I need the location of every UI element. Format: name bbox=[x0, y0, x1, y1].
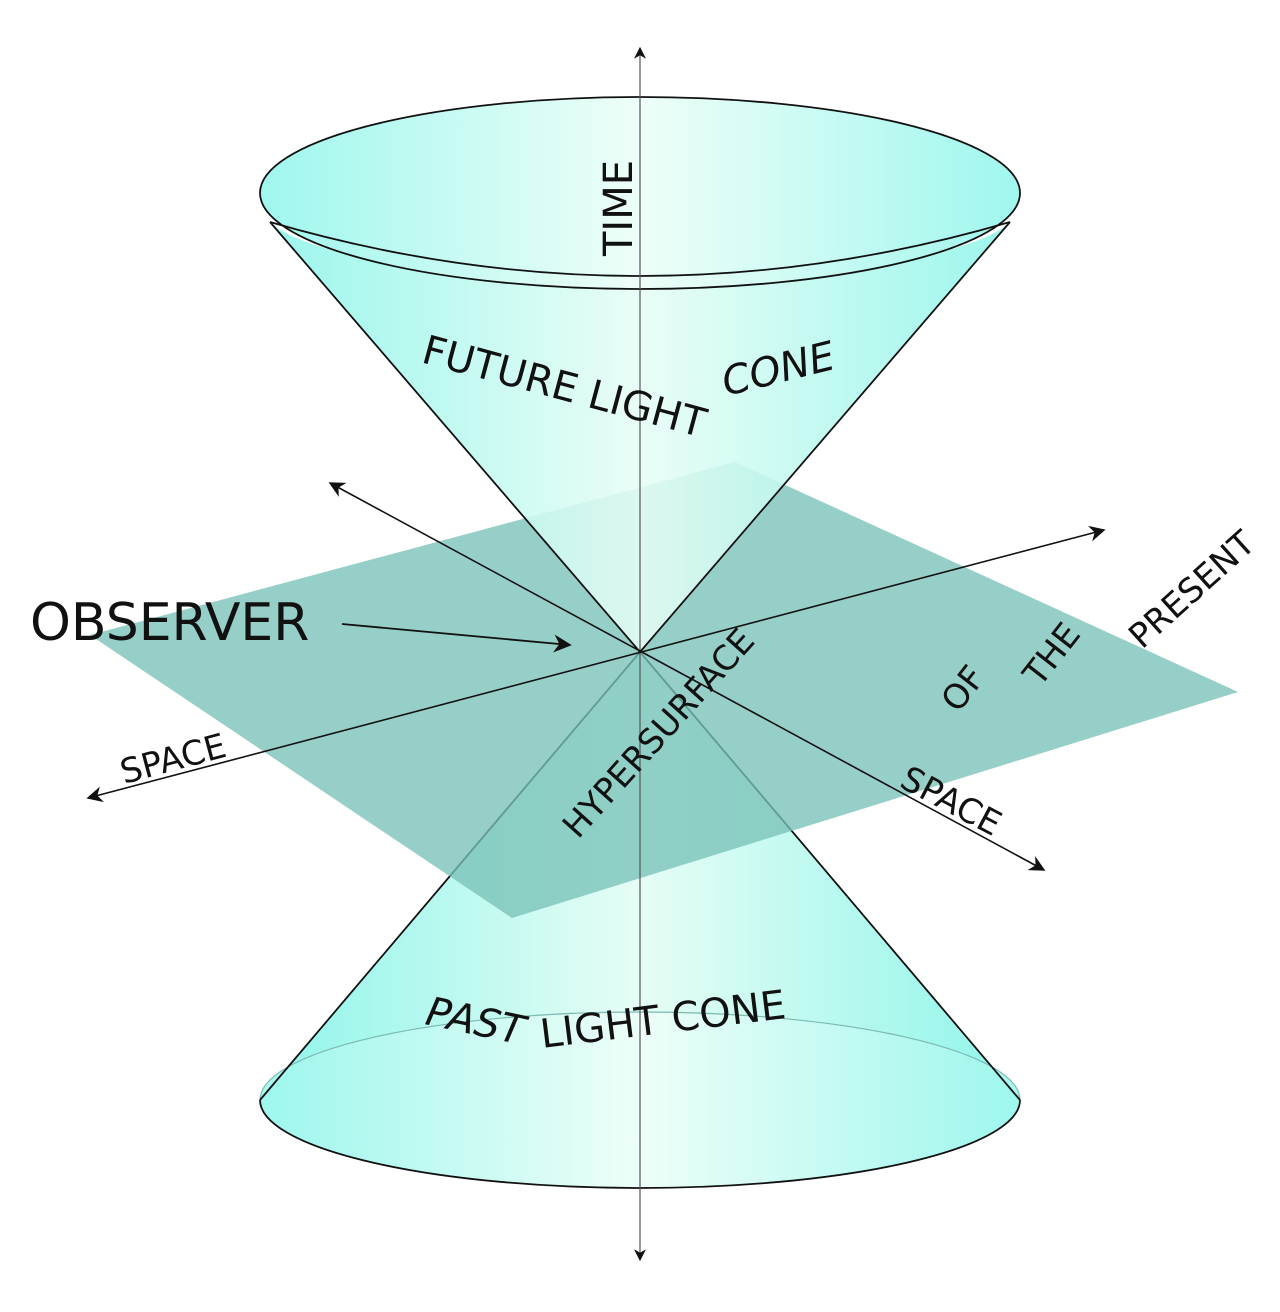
space-axis-right bbox=[328, 482, 1046, 871]
observer-arrow bbox=[341, 623, 572, 653]
observer-label: OBSERVER bbox=[30, 593, 309, 653]
time-axis-label: TIME bbox=[596, 160, 642, 257]
hypersurface-label-present: PRESENT bbox=[1121, 523, 1263, 657]
space-left-label: SPACE bbox=[116, 726, 230, 793]
